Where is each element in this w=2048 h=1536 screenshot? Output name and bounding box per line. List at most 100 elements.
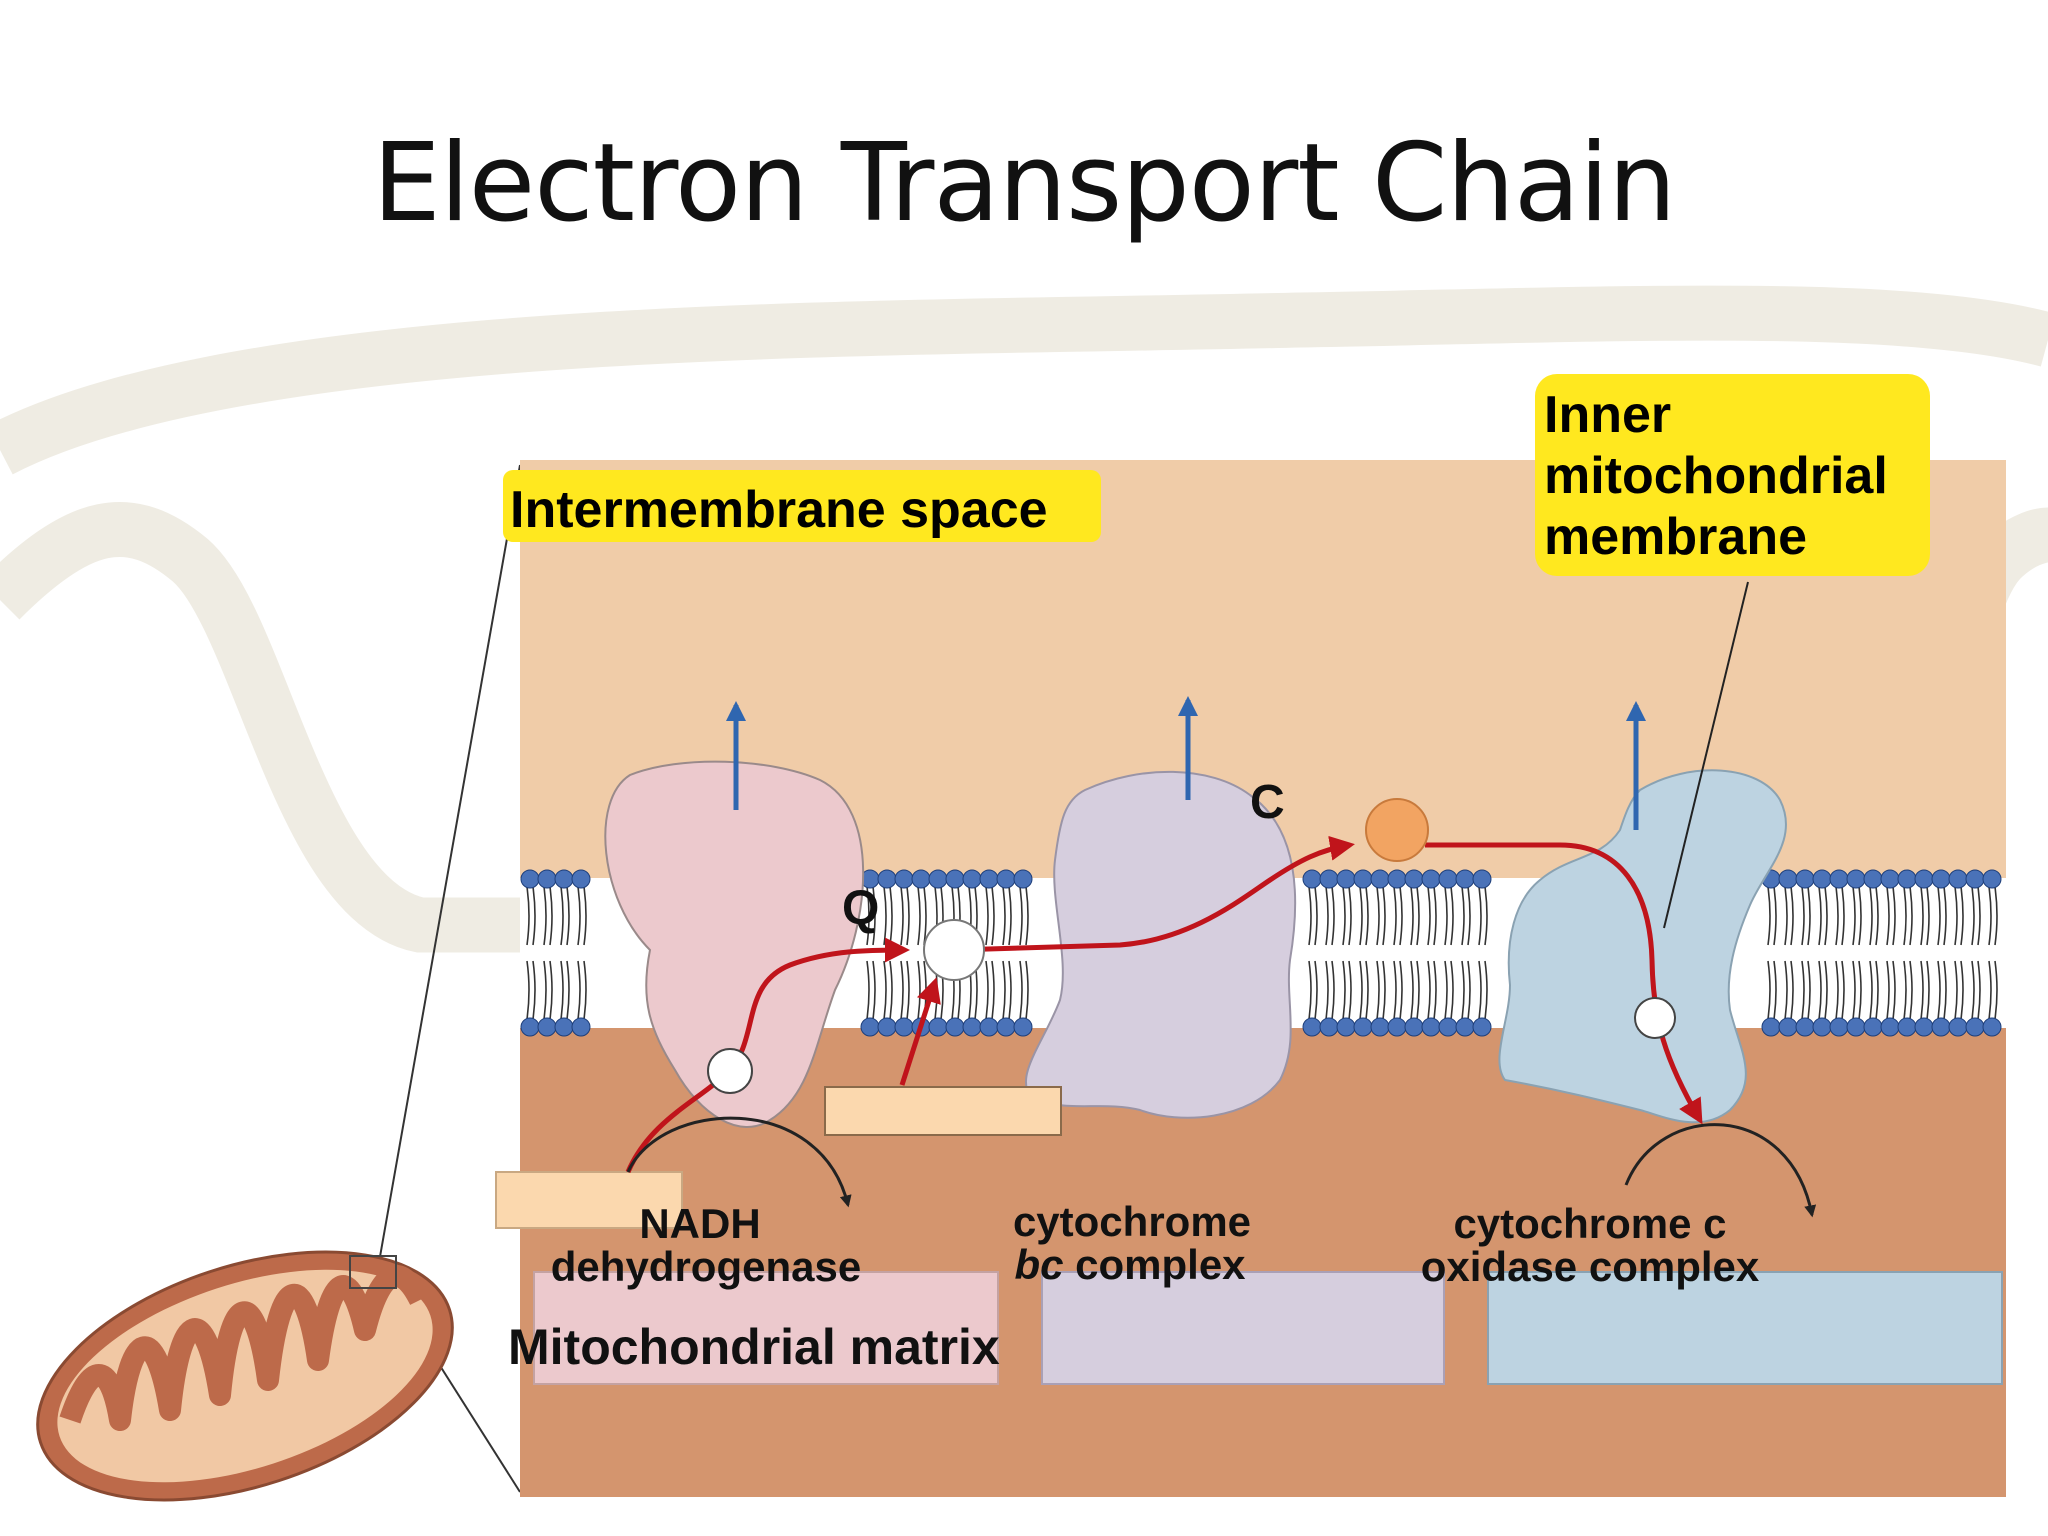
lipid-head (1353, 1017, 1373, 1037)
lipid-head (1829, 869, 1849, 889)
lipid-tail (1784, 960, 1788, 1020)
lipid-tail (866, 960, 870, 1020)
lipid-tail (549, 960, 553, 1020)
lipid-tail (526, 886, 530, 946)
lipid-tail (1427, 886, 1431, 946)
legend-box-bc (1041, 1271, 1445, 1385)
bc-italic: bc (1014, 1241, 1063, 1288)
lipid-tail (1410, 960, 1414, 1020)
lipid-tail (1359, 886, 1363, 946)
electron-path-c-to-oxidase (1425, 842, 1703, 1125)
lipid-head (1472, 869, 1492, 889)
lipid-tail (923, 886, 927, 946)
lipid-tail (1008, 960, 1012, 1020)
lipid-tail (1875, 886, 1879, 946)
lipid-head (1812, 1017, 1832, 1037)
lipid-tail (549, 886, 553, 946)
lipid-head (1846, 869, 1866, 889)
lipid-tail (1988, 960, 1992, 1020)
lipid-tail (1960, 886, 1964, 946)
lipid-head (945, 869, 965, 889)
lipid-head (1455, 1017, 1475, 1037)
lipid-head (554, 869, 574, 889)
lipid-head (520, 1017, 540, 1037)
electron-path-nadh-to-q (625, 937, 910, 1173)
lipid-head (1472, 1017, 1492, 1037)
lipid-tail (1461, 886, 1465, 946)
lipid-tail (1478, 886, 1482, 946)
lipid-tail (1852, 886, 1856, 946)
lipid-tail (1348, 960, 1352, 1020)
lipid-head (1965, 1017, 1985, 1037)
lipid-head (1421, 869, 1441, 889)
lipid-tail (1835, 960, 1839, 1020)
lipid-tail (1376, 886, 1380, 946)
inner-membrane-label-line1: Inner (1544, 386, 1671, 444)
q-label: Q (842, 882, 879, 935)
lipid-tail (1382, 886, 1386, 946)
lipid-tail (1926, 886, 1930, 946)
lipid-tail (1376, 960, 1380, 1020)
lipid-head (537, 869, 557, 889)
lipid-tail (1909, 886, 1913, 946)
lipid-tail (900, 960, 904, 1020)
lipid-tail (1767, 886, 1771, 946)
lipid-head (894, 869, 914, 889)
inner-membrane-label-line2: mitochondrial (1544, 447, 1888, 505)
lipid-tail (1461, 960, 1465, 1020)
bc-label-line1: cytochrome (1013, 1198, 1251, 1245)
lipid-tail (889, 960, 893, 1020)
oxidase-label-line1: cytochrome c (1453, 1200, 1726, 1247)
oxidase-label-line2: oxidase complex (1421, 1243, 1760, 1290)
lipid-head (1455, 869, 1475, 889)
lipid-head (1982, 869, 2002, 889)
inner-membrane-fold-band (0, 502, 540, 953)
lipid-head (1965, 869, 1985, 889)
lipid-tail (1937, 886, 1941, 946)
lipid-tail (583, 960, 587, 1020)
lipid-tail (906, 960, 910, 1020)
lipid-tail (1926, 960, 1930, 1020)
intermembrane-space-highlight (503, 470, 1101, 542)
lipid-tail (1002, 960, 1006, 1020)
lipid-tail (917, 886, 921, 946)
lipid-tail (1393, 886, 1397, 946)
lipid-head (1319, 1017, 1339, 1037)
lipid-tail (1903, 960, 1907, 1020)
inner-membrane-highlight (1535, 374, 1930, 576)
lipid-tail (1331, 886, 1335, 946)
lipid-tail (985, 886, 989, 946)
lipid-tail (1008, 886, 1012, 946)
inner-membrane-pointer (1663, 581, 1749, 929)
intermembrane-space-label: Intermembrane space (510, 481, 1048, 539)
lipid-head (1438, 1017, 1458, 1037)
lipid-head (1914, 1017, 1934, 1037)
lipid-head (1438, 869, 1458, 889)
cytochrome-bc-complex (1024, 770, 1297, 1119)
lipid-tail (1025, 960, 1029, 1020)
lipid-tail (1903, 886, 1907, 946)
lipid-head (1880, 869, 1900, 889)
lipid-tail (991, 886, 995, 946)
lipid-head (860, 1017, 880, 1037)
lipid-head (894, 1017, 914, 1037)
lipid-tail (1433, 960, 1437, 1020)
nadh-iron-center (707, 1048, 753, 1094)
lipid-tail (872, 886, 876, 946)
oxidase-copper-center (1634, 997, 1676, 1039)
lipid-tail (991, 960, 995, 1020)
legend-box-nadh (533, 1271, 999, 1385)
lipid-head (1795, 1017, 1815, 1037)
lipid-tail (1937, 960, 1941, 1020)
lipid-tail (1478, 960, 1482, 1020)
lipid-head (1013, 1017, 1033, 1037)
lipid-head (1302, 1017, 1322, 1037)
lipid-tail (1869, 960, 1873, 1020)
mitochondrion-icon (36, 1250, 454, 1502)
lipid-head (520, 869, 540, 889)
lipid-tail (1886, 886, 1890, 946)
lipid-tail (1308, 886, 1312, 946)
cytochrome-c-oxidase-complex (1498, 769, 1787, 1124)
